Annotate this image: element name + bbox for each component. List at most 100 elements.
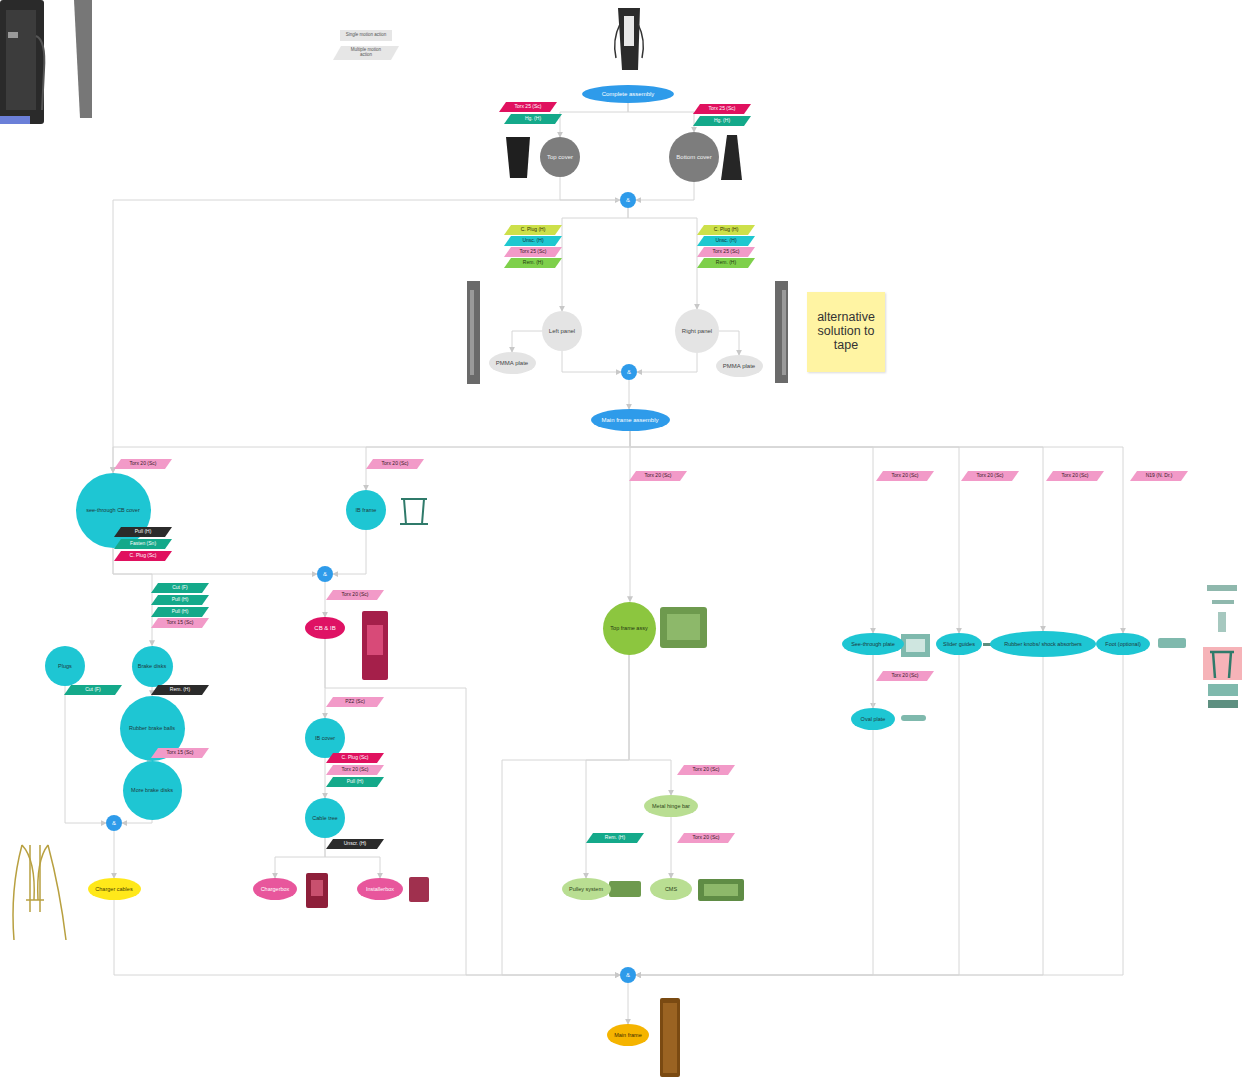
node-label: Oval plate [861, 716, 886, 722]
connector [630, 431, 873, 633]
connector [560, 103, 628, 137]
part-node: See-through plate [842, 633, 904, 655]
parallelogram [114, 459, 172, 469]
swatch-shape [333, 46, 399, 60]
connector [636, 655, 873, 975]
parallelogram [151, 618, 209, 628]
parallelogram [366, 459, 424, 469]
action-tag: N19 (N. Dr.) [1130, 471, 1188, 481]
node-label: & [323, 571, 327, 578]
cms-detail [704, 884, 738, 896]
connector [562, 351, 621, 372]
action-tag: Rem. (H) [504, 258, 562, 268]
action-tag: Hg. (H) [504, 114, 562, 124]
installerbox-picture [409, 877, 429, 902]
chargerbox-detail [311, 880, 323, 896]
cms-picture [698, 879, 744, 901]
action-tag: Torx 20 (Sc) [629, 471, 687, 481]
tag-label: PZ2 (Sc) [345, 699, 365, 705]
tag-label: C. Plug (H) [521, 227, 546, 233]
stack-part [1208, 684, 1238, 696]
connector [630, 431, 1123, 633]
parallelogram [151, 595, 209, 605]
parallelogram [586, 833, 644, 843]
tag-label: Pull (H) [347, 779, 364, 785]
tag-label: Unsc. (H) [522, 238, 543, 244]
node-label: Top cover [547, 154, 573, 161]
charger-plug [8, 32, 18, 38]
connector [325, 758, 326, 798]
right-panel-picture [775, 281, 788, 383]
node-label: & [626, 972, 630, 979]
action-tag: PZ2 (Sc) [326, 697, 384, 707]
action-tag: Rem. (H) [586, 833, 644, 843]
tag-label: N19 (N. Dr.) [1146, 473, 1173, 479]
tag-label: Pull (H) [172, 609, 189, 615]
part-node: IB frame [346, 490, 386, 530]
parallelogram [114, 551, 172, 561]
parallelogram [876, 671, 934, 681]
tag-label: Rem. (H) [716, 260, 736, 266]
connector [636, 655, 1123, 975]
tag-label: Torx 20 (Sc) [645, 473, 672, 479]
action-tag: Pull (H) [326, 777, 384, 787]
bottom-cover-picture [721, 135, 742, 180]
stack-part [1208, 700, 1238, 708]
node-label: Bottom cover [676, 154, 711, 161]
action-tag: Torx 25 (Sc) [499, 102, 557, 112]
connector [636, 655, 959, 975]
part-node: Charger cables [88, 878, 141, 900]
parallelogram [504, 114, 562, 124]
node-label: Complete assembly [602, 91, 655, 98]
ib-frame-picture [400, 499, 428, 524]
action-tag: Rem. (H) [697, 258, 755, 268]
node-label: Main frame assembly [601, 417, 658, 424]
connector [113, 548, 152, 646]
parallelogram [326, 590, 384, 600]
part-node: Metal hinge bar [644, 795, 698, 817]
action-tag: Hg. (H) [693, 116, 751, 126]
node-label: IB cover [315, 735, 335, 741]
action-tag: Cut (F) [151, 583, 209, 593]
part-node: CB & IB [305, 617, 345, 639]
node-label: CMS [665, 886, 677, 892]
parallelogram [326, 753, 384, 763]
connector [502, 655, 629, 976]
action-tag: Torx 20 (Sc) [326, 765, 384, 775]
parallelogram [677, 765, 735, 775]
see-through-plate-picture [901, 634, 930, 657]
part-node: & [621, 364, 637, 380]
stack-part [1207, 585, 1237, 591]
foot-picture [1158, 638, 1186, 648]
connector [630, 431, 631, 602]
node-label: PMMA plate [723, 363, 755, 370]
connector [628, 208, 697, 309]
left-panel-picture [467, 281, 480, 384]
parallelogram [693, 116, 751, 126]
connector [113, 200, 620, 473]
connector [366, 431, 630, 490]
parallelogram [499, 102, 557, 112]
part-node: Oval plate [851, 708, 895, 730]
part-node: Chargerbox [253, 878, 297, 900]
part-node: Right panel [675, 309, 719, 353]
node-label: IB frame [356, 507, 377, 513]
connector [114, 831, 115, 878]
part-node: & [317, 566, 333, 582]
action-tag: Unscr. (H) [326, 839, 384, 849]
part-node: IB cover [305, 718, 345, 758]
action-tag: Torx 20 (Sc) [1046, 471, 1104, 481]
connector [628, 983, 629, 1024]
part-node: Cable tree [305, 798, 345, 838]
parallelogram [151, 607, 209, 617]
part-node: CMS [650, 878, 692, 900]
part-node: Complete assembly [582, 85, 674, 103]
tag-label: Hg. (H) [714, 118, 730, 124]
tag-label: Torx 20 (Sc) [342, 592, 369, 598]
action-tag: Pull (H) [151, 595, 209, 605]
node-label: & [627, 369, 631, 376]
charger-cable [36, 36, 44, 110]
charger-body [0, 0, 44, 124]
tag-label: Torx 25 (Sc) [713, 249, 740, 255]
node-label: Pulley system [569, 886, 603, 892]
